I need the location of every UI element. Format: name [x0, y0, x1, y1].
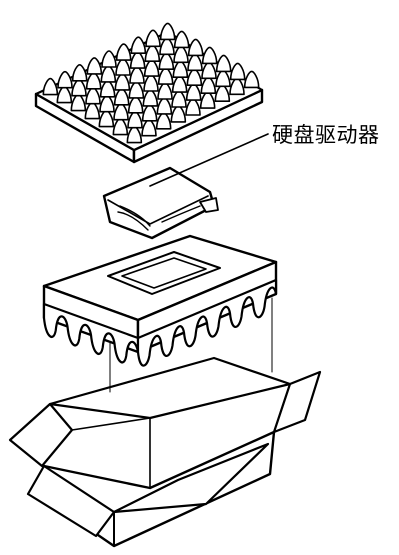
box-inner-crease: [71, 417, 151, 489]
tray-cutout-inner: [121, 257, 207, 289]
foam-peak: [57, 70, 73, 89]
hard-drive-package: [102, 166, 219, 240]
foam-peak: [115, 43, 132, 61]
box-front-left-flap: [26, 464, 116, 538]
shipping-box: [8, 356, 322, 548]
foam-peak: [101, 50, 117, 68]
foam-peak: [130, 36, 147, 55]
foam-peak: [86, 57, 103, 75]
tray-ruffle-right: [136, 278, 278, 367]
foam-peak: [145, 29, 161, 48]
foam-peak: [71, 63, 88, 82]
foam-insert-tray: [42, 234, 278, 367]
tray-cutout-outer: [107, 251, 221, 295]
foam-egg-crate-cushion: [34, 22, 264, 164]
foam-peak: [215, 54, 232, 73]
box-left-flap: [8, 402, 74, 468]
foam-peak: [187, 38, 204, 57]
drive-bag-top-edge: [107, 195, 209, 225]
foam-peaks: [42, 22, 260, 144]
box-back-flap: [48, 356, 292, 420]
foam-peak: [42, 77, 59, 96]
callout-leader-line: [149, 133, 269, 187]
foam-peak: [173, 30, 190, 49]
foam-peak: [201, 46, 218, 65]
box-front-right-flap: [112, 442, 270, 514]
foam-peak: [243, 70, 260, 89]
foam-peak: [229, 62, 246, 81]
hard-drive-callout-label: 硬盘驱动器: [272, 123, 380, 147]
tray-ruffle-left: [42, 302, 140, 364]
foam-peak: [159, 22, 176, 41]
drive-bag-fold: [199, 197, 219, 213]
drive-bag-wrinkles: [117, 205, 201, 231]
drive-bag-body: [102, 166, 216, 240]
